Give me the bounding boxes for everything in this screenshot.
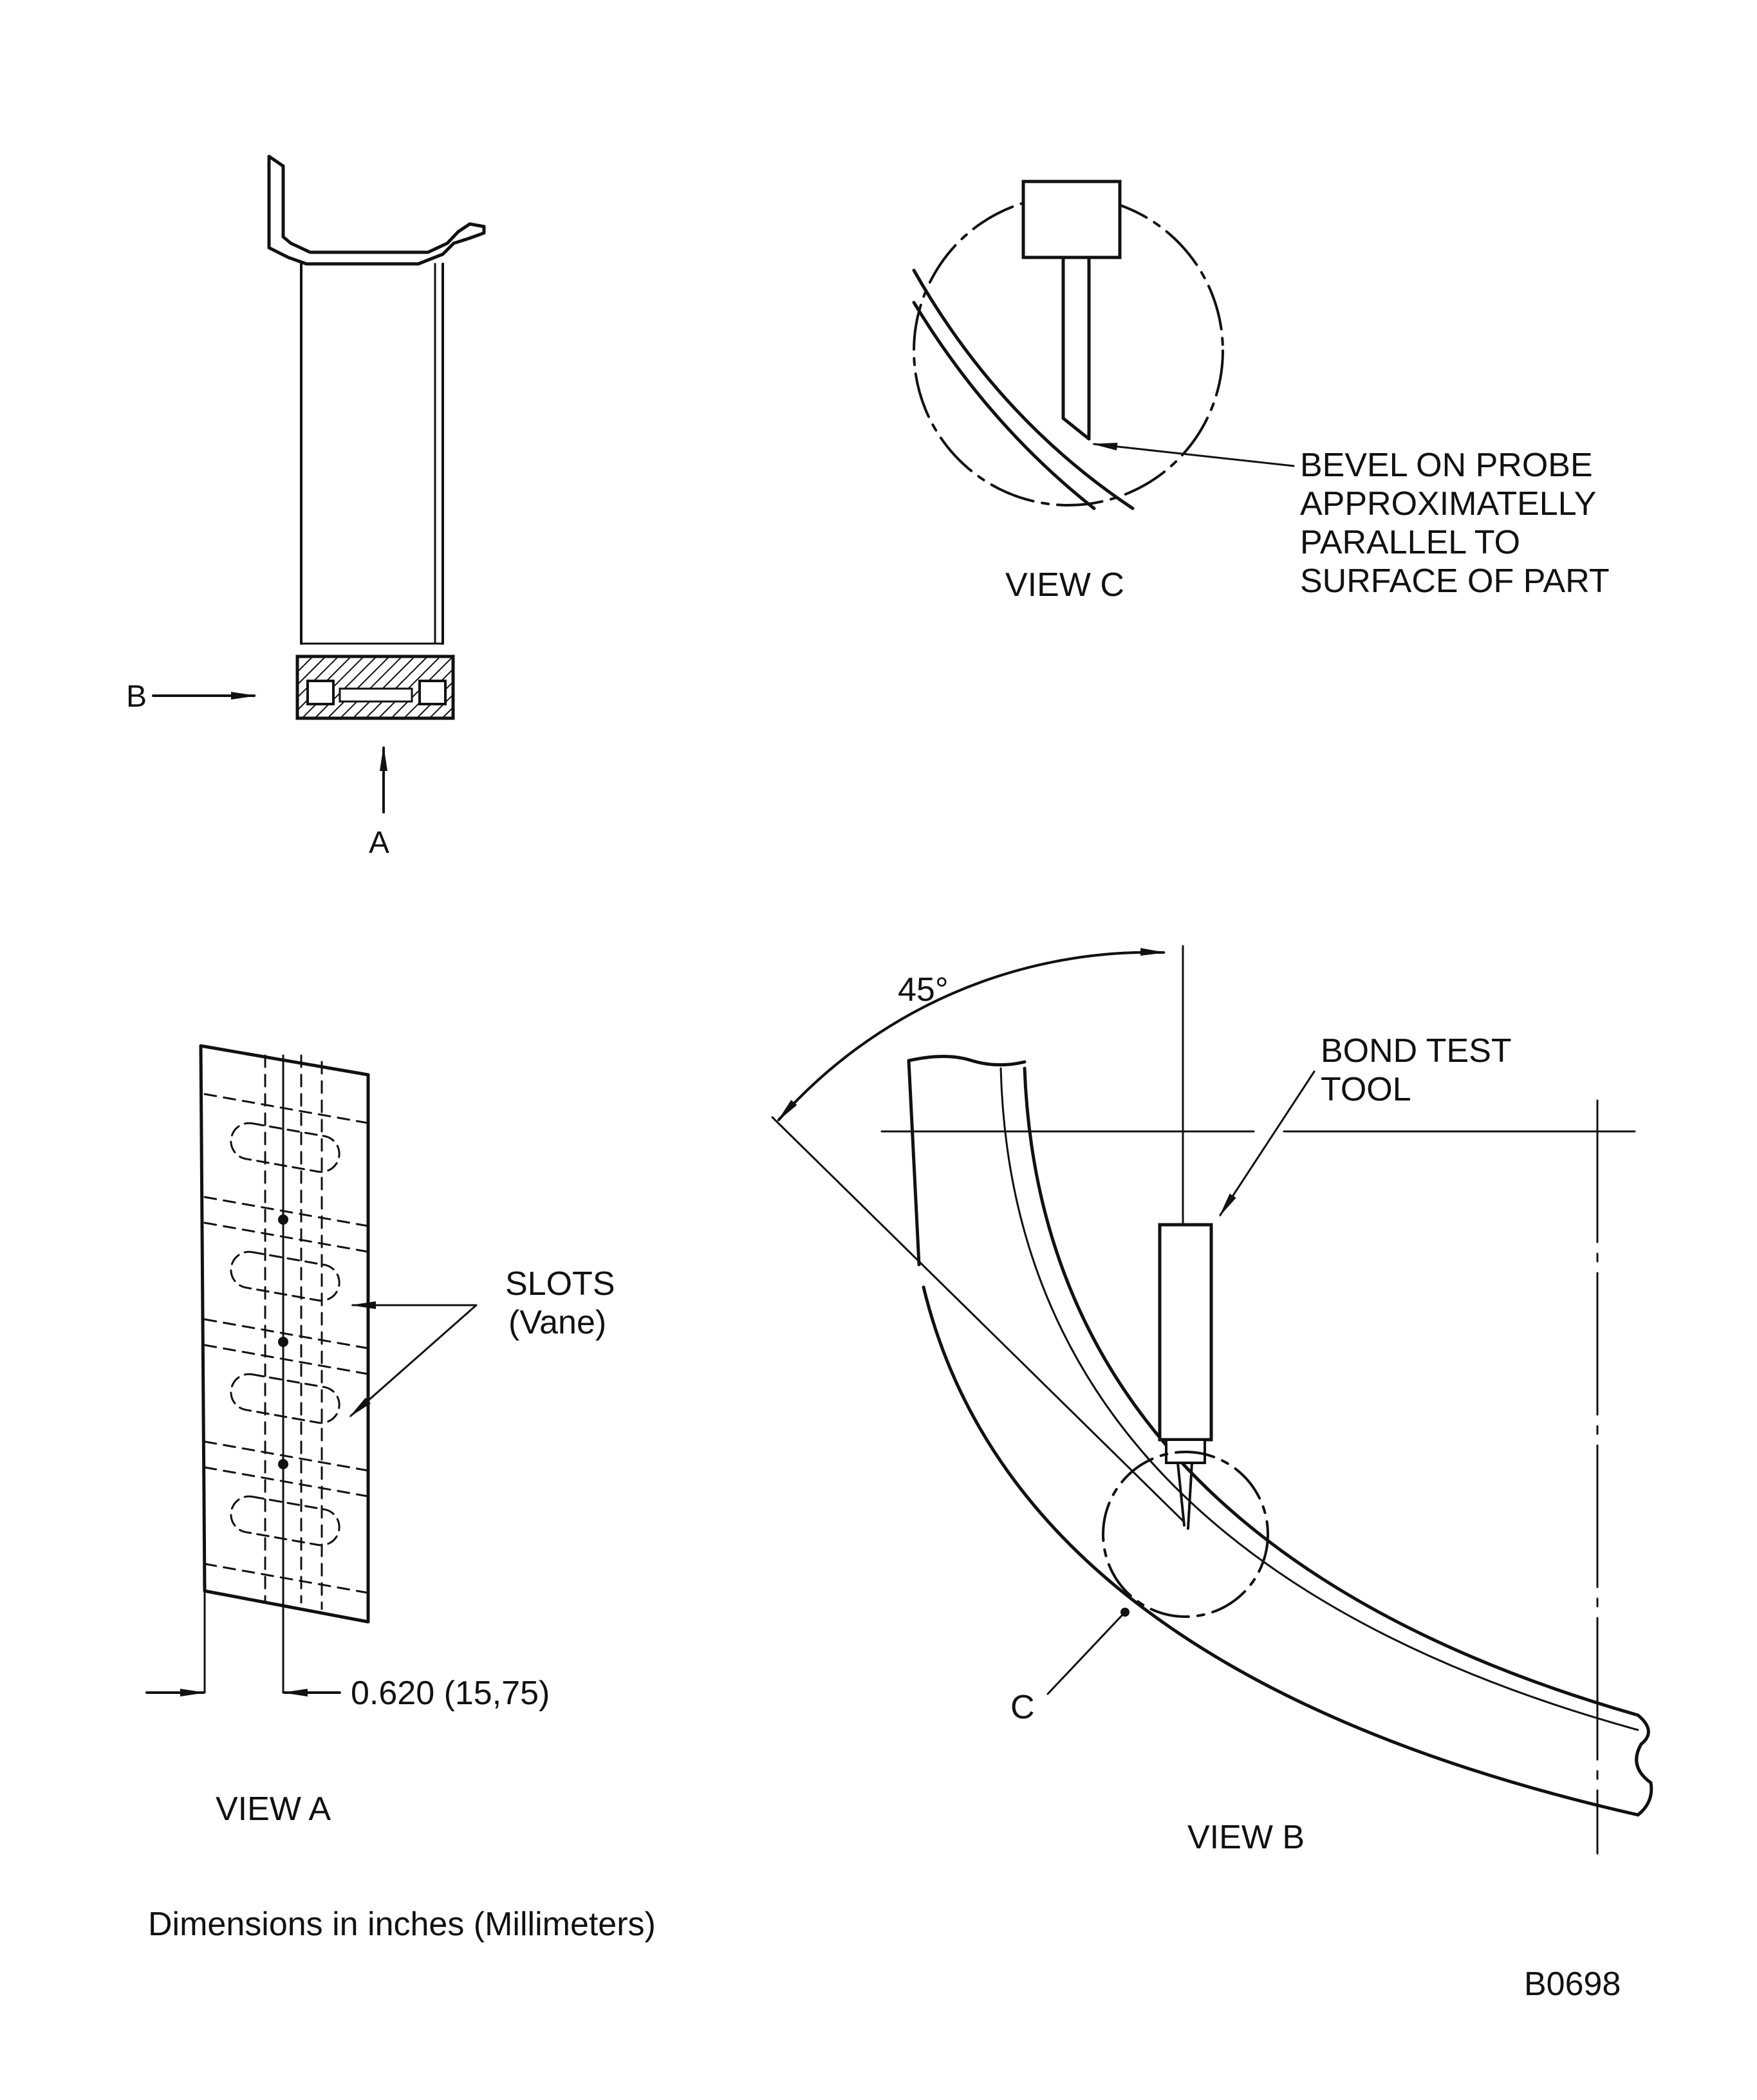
- slot-center-mark: [278, 1214, 288, 1225]
- ring-break-top: [907, 1055, 1027, 1066]
- bond-test-tool-body: [1158, 1223, 1213, 1442]
- strip-outline: [199, 1044, 370, 1624]
- bevel-note-line-4: SURFACE OF PART: [1300, 562, 1610, 600]
- view-a: 0.620 (15,75) SLOTS (Vane) VIEW A: [145, 1044, 615, 1828]
- ring-break-right: [1635, 1713, 1653, 1817]
- slot: [230, 1250, 340, 1302]
- view-b-title: VIEW B: [1187, 1819, 1305, 1856]
- detail-c-leader: [1046, 1611, 1126, 1695]
- view-c: VIEW C BEVEL ON PROBE APPROXIMATELLY PAR…: [912, 180, 1610, 604]
- bond-test-probe: [1176, 1462, 1185, 1527]
- view-c-title: VIEW C: [1005, 566, 1124, 604]
- hidden-lines: [203, 1054, 369, 1610]
- view-b: 45° BOND TEST TOOL C VIEW B: [771, 945, 1653, 1856]
- figure-id: B0698: [1524, 1965, 1621, 2003]
- tool-label-line-1: BOND TEST: [1321, 1032, 1512, 1070]
- dimensions-note: Dimensions in inches (Millimeters): [148, 1906, 656, 1943]
- side-view: B A: [126, 154, 486, 860]
- ring-bond-line: [999, 1067, 1639, 1731]
- ring-outer-edge: [922, 1285, 1640, 1817]
- part-surface-inner: [912, 301, 1096, 510]
- part-surface-outer: [912, 268, 1135, 510]
- slot-group: [230, 1122, 340, 1547]
- slot-center-mark: [278, 1459, 288, 1469]
- ring-inner-edge: [1023, 1066, 1640, 1717]
- slot-leader-2: [349, 1304, 478, 1418]
- bevel-leader: [1092, 442, 1295, 467]
- probe-body: [1021, 180, 1122, 259]
- vane-outer-flange: [267, 154, 486, 266]
- bevel-probe: [1061, 256, 1091, 441]
- arrow-label-a: A: [369, 826, 389, 860]
- slots-label: SLOTS: [505, 1265, 615, 1303]
- angle-label: 45°: [898, 971, 949, 1008]
- bevel-note-line-3: PARALLEL TO: [1300, 524, 1520, 561]
- slot-center-mark: [278, 1337, 288, 1347]
- slot: [230, 1122, 340, 1173]
- view-a-title: VIEW A: [216, 1790, 331, 1828]
- arrow-label-b: B: [126, 680, 147, 714]
- detail-circle-c-marker: [1102, 1451, 1269, 1618]
- bevel-note-line-2: APPROXIMATELLY: [1300, 485, 1596, 523]
- slot: [230, 1495, 340, 1547]
- tool-label-line-2: TOOL: [1321, 1071, 1411, 1108]
- angle-reference-line: [771, 1116, 1185, 1523]
- bevel-note-line-1: BEVEL ON PROBE: [1300, 447, 1593, 484]
- tool-leader: [1218, 1070, 1315, 1218]
- slot: [230, 1373, 340, 1424]
- vane-base-section: [295, 655, 455, 720]
- slots-sublabel: (Vane): [508, 1304, 606, 1341]
- detail-c-label: C: [1010, 1689, 1035, 1726]
- angle-arc: [777, 948, 1166, 1121]
- dimension-value: 0.620 (15,75): [351, 1675, 550, 1712]
